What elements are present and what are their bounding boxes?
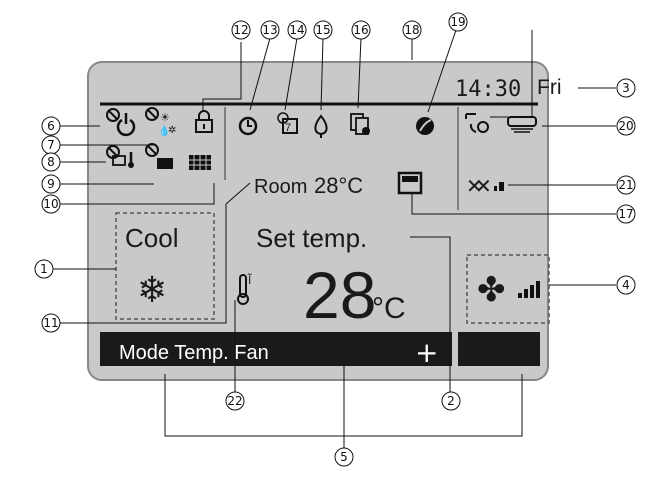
svg-text:16: 16 xyxy=(353,23,368,37)
display-icon xyxy=(397,171,423,195)
svg-text:15: 15 xyxy=(315,23,330,37)
svg-text:2: 2 xyxy=(447,394,455,408)
mode-box xyxy=(115,212,215,320)
callout-3: 3 xyxy=(616,78,636,98)
callout-4: 4 xyxy=(616,275,636,295)
fan-level-icon xyxy=(518,281,540,298)
callout-9: 9 xyxy=(41,174,61,194)
svg-text:9: 9 xyxy=(47,177,55,191)
svg-text:5: 5 xyxy=(340,450,348,464)
svg-text:12: 12 xyxy=(233,23,248,37)
menu-bar-labels: Mode Temp. Fan xyxy=(119,342,269,364)
menu-bar-plus: + xyxy=(415,336,438,369)
filter-maintenance-icon xyxy=(350,113,370,135)
mode-label: Cool xyxy=(125,223,178,253)
callout-2: 2 xyxy=(441,391,461,411)
callout-18: 18 xyxy=(402,20,422,40)
room-label: Room xyxy=(254,176,307,198)
svg-text:✕: ✕ xyxy=(475,176,492,198)
svg-text:21: 21 xyxy=(618,178,633,192)
svg-text:☀: ☀ xyxy=(160,112,170,124)
svg-text:7: 7 xyxy=(47,138,55,152)
svg-text:6: 6 xyxy=(47,119,55,133)
svg-text:7: 7 xyxy=(285,122,291,134)
svg-text:3: 3 xyxy=(622,81,630,95)
callout-19: 19 xyxy=(448,12,468,32)
clock-day: Fri xyxy=(537,76,562,99)
clock-icon xyxy=(238,116,258,136)
clock-time: 14:30 xyxy=(455,77,521,102)
callout-5: 5 xyxy=(334,447,354,467)
callout-1: 1 xyxy=(34,259,54,279)
weekly-timer-icon: 7 xyxy=(277,112,298,134)
menu-bar-left xyxy=(100,332,452,366)
callout-16: 16 xyxy=(351,20,371,40)
callout-8: 8 xyxy=(41,152,61,172)
display-icon-bar xyxy=(402,176,418,182)
svg-text:Ĩ: Ĩ xyxy=(247,273,252,287)
svg-text:10: 10 xyxy=(43,197,58,211)
svg-text:20: 20 xyxy=(618,119,633,133)
filter-grid-icon xyxy=(189,155,211,170)
callout-11: 11 xyxy=(41,313,61,333)
svg-text:19: 19 xyxy=(450,15,465,29)
set-temp-label: Set temp. xyxy=(256,223,367,253)
callout-21: 21 xyxy=(616,175,636,195)
set-temp-unit: °C xyxy=(372,292,406,325)
on-off-prohibit-icon xyxy=(106,108,136,137)
callout-20: 20 xyxy=(616,116,636,136)
room-temp: 28°C xyxy=(314,173,363,198)
callout-6: 6 xyxy=(41,116,61,136)
callout-12: 12 xyxy=(231,20,251,40)
callout-7: 7 xyxy=(41,135,61,155)
callout-17: 17 xyxy=(616,204,636,224)
set-temp-value: 28 xyxy=(303,258,376,332)
temp-prohibit-icon xyxy=(106,145,134,168)
louver-icon xyxy=(465,113,489,133)
auto-off-timer-icon xyxy=(314,114,328,138)
fan-icon: ✤ xyxy=(477,271,506,309)
callout-13: 13 xyxy=(260,20,280,40)
callout-22: 22 xyxy=(225,391,245,411)
airflow-icon: ✕ ✕ xyxy=(466,176,504,198)
svg-text:8: 8 xyxy=(47,155,55,169)
svg-text:1: 1 xyxy=(40,262,48,276)
mode-prohibit-icon: ☀ 💧 ✲ xyxy=(145,107,176,137)
fan-speed-box xyxy=(466,254,550,324)
lcd-panel xyxy=(87,61,549,381)
svg-text:11: 11 xyxy=(43,316,58,330)
svg-text:4: 4 xyxy=(622,278,630,292)
svg-text:13: 13 xyxy=(262,23,277,37)
svg-text:💧: 💧 xyxy=(158,124,170,137)
thermometer-icon: Ĩ xyxy=(237,273,252,305)
svg-text:✕: ✕ xyxy=(466,176,483,198)
svg-text:✲: ✲ xyxy=(168,125,176,136)
leader-lines xyxy=(52,29,616,448)
svg-text:17: 17 xyxy=(618,207,633,221)
svg-text:22: 22 xyxy=(227,394,242,408)
svg-text:18: 18 xyxy=(404,23,419,37)
snowflake-icon: ❄ xyxy=(137,269,167,310)
energy-save-icon xyxy=(416,117,434,135)
callout-14: 14 xyxy=(287,20,307,40)
svg-text:14: 14 xyxy=(289,23,304,37)
menu-bar-right xyxy=(458,332,540,366)
lock-icon xyxy=(195,110,213,133)
callout-10: 10 xyxy=(41,194,61,214)
callout-15: 15 xyxy=(313,20,333,40)
fan-prohibit-icon xyxy=(145,143,173,169)
